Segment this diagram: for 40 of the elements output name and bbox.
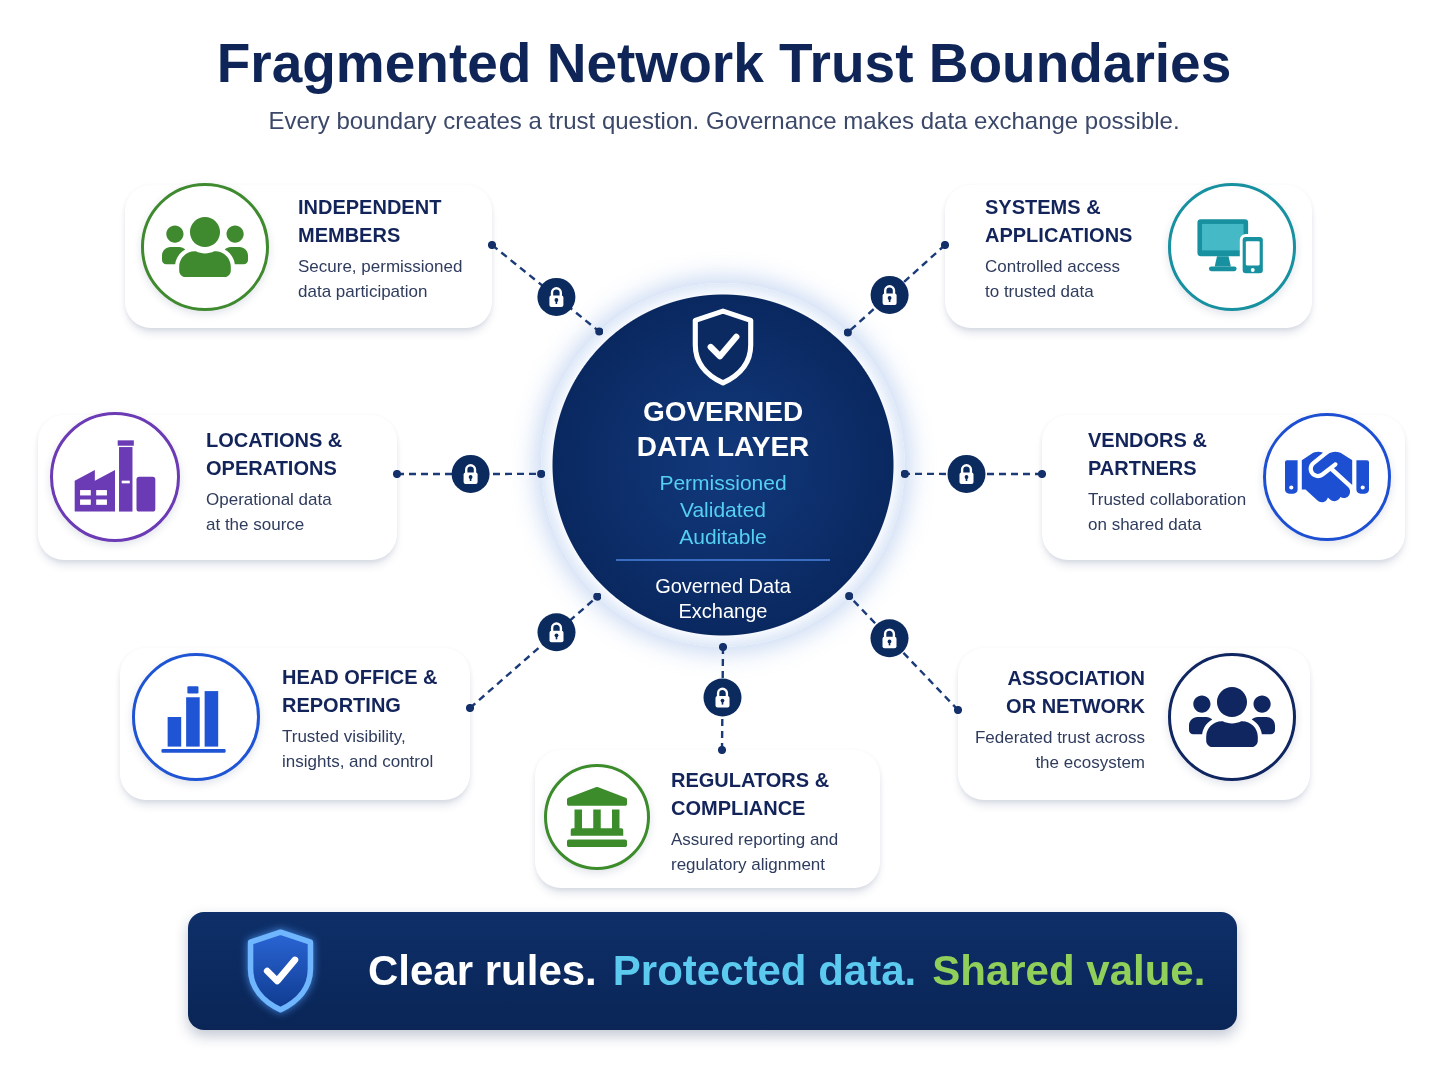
category-card <box>958 648 1310 800</box>
category-card <box>120 648 470 800</box>
hub-circle <box>541 283 905 647</box>
card-heading: VENDORS & PARTNERS <box>1088 428 1208 481</box>
slogan-text: Clear rules. <box>368 946 597 996</box>
slogan-banner <box>188 912 1237 1030</box>
card-description: Controlled access to trusted data <box>985 256 1122 303</box>
dashed-connector <box>703 642 742 755</box>
category-card <box>945 185 1312 328</box>
dashed-connector <box>843 240 950 337</box>
dashed-connector <box>465 592 602 713</box>
hub-attribute: Validated <box>680 497 766 523</box>
category-card <box>535 750 880 888</box>
card-heading: REGULATORS & COMPLIANCE <box>671 768 831 821</box>
card-description: Secure, permissioned data participation <box>298 256 464 303</box>
card-description: Federated trust across the ecosystem <box>973 727 1145 774</box>
category-card <box>38 415 397 560</box>
card-heading: INDEPENDENT MEMBERS <box>298 195 443 248</box>
subtitle: Every boundary creates a trust question. Governance makes data exchange possible. <box>268 106 1180 136</box>
card-heading: SYSTEMS & APPLICATIONS <box>985 195 1134 248</box>
dashed-connector <box>487 240 604 336</box>
slogan-text: Shared value. <box>932 946 1206 996</box>
category-card <box>125 185 492 328</box>
card-description: Trusted visibility, insights, and control <box>282 726 435 773</box>
hub-subtitle: Governed Data Exchange <box>654 574 792 624</box>
page-title: Fragmented Network Trust Boundaries <box>216 31 1232 95</box>
hub-attribute: Auditable <box>679 524 767 550</box>
hub-attribute: Permissioned <box>659 470 787 496</box>
card-description: Assured reporting and regulatory alignment <box>671 829 840 876</box>
dashed-connector <box>845 592 963 715</box>
dashed-connector <box>900 454 1047 493</box>
card-description: Operational data at the source <box>206 489 333 536</box>
card-heading: HEAD OFFICE & REPORTING <box>282 665 439 718</box>
hub-title: GOVERNED DATA LAYER <box>635 395 811 464</box>
card-heading: ASSOCIATION OR NETWORK <box>1005 666 1145 719</box>
category-card <box>1042 415 1405 560</box>
card-description: Trusted collaboration on shared data <box>1088 489 1248 536</box>
card-heading: LOCATIONS & OPERATIONS <box>206 428 344 481</box>
slogan-text: Protected data. <box>612 946 917 996</box>
dashed-connector <box>392 454 546 493</box>
